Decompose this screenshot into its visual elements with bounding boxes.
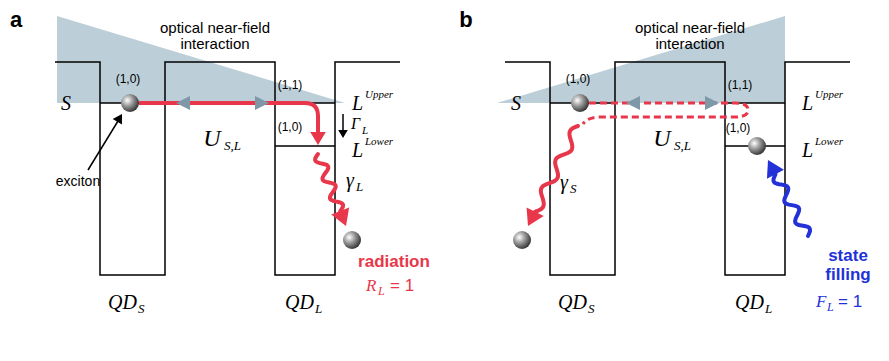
coupling-symbol: U <box>203 125 220 151</box>
dot-name: QD <box>285 291 314 313</box>
exciton-ball <box>121 94 139 112</box>
coupling-symbol: U <box>653 125 670 151</box>
state-label: (1,1) <box>728 79 753 92</box>
exciton-ball <box>571 94 589 112</box>
state-label: (1,0) <box>278 121 303 134</box>
dot-subscript: L <box>315 302 322 316</box>
photon-wave <box>535 126 578 212</box>
panel-letter: b <box>459 8 472 32</box>
ratio-subscript: L <box>827 301 834 314</box>
level-superscript: Lower <box>815 135 843 147</box>
dot-name: QD <box>108 291 137 313</box>
rate-subscript: L <box>356 180 363 194</box>
interaction-label: optical near-field interaction <box>130 20 300 53</box>
ratio-value: = 1 <box>390 277 414 296</box>
blocked-transfer-path <box>583 103 748 124</box>
ratio-symbol: F <box>816 293 826 312</box>
near-field-triangle <box>497 16 785 103</box>
interaction-head <box>705 96 719 110</box>
rate-subscript: L <box>362 124 368 136</box>
energy-transfer-path <box>139 103 318 134</box>
relaxation-arrow <box>342 114 344 131</box>
dot-name: QD <box>735 291 764 313</box>
arrow-head <box>527 207 544 226</box>
interaction-head <box>626 96 640 110</box>
leader-line <box>88 121 118 170</box>
state-label: (1,0) <box>726 122 751 135</box>
arrow-head <box>113 114 122 124</box>
panel-letter: a <box>10 8 22 32</box>
interaction-head <box>255 96 269 110</box>
arrow-head <box>338 130 348 138</box>
dot-subscript: L <box>765 302 772 316</box>
level-name: L <box>352 92 363 114</box>
dot-name: QD <box>558 291 587 313</box>
rate-symbol: γ <box>346 169 354 191</box>
level-name: L <box>352 139 363 161</box>
dot-subscript: S <box>588 302 595 316</box>
level-name: S <box>61 92 71 114</box>
exciton-label: exciton <box>56 174 100 189</box>
photon-wave <box>774 174 811 236</box>
quantum-well <box>55 62 400 275</box>
exciton-ball <box>513 231 531 249</box>
interaction-head <box>176 96 190 110</box>
level-superscript: Upper <box>365 88 393 100</box>
level-superscript: Upper <box>815 88 843 100</box>
state-label: (1,1) <box>278 79 303 92</box>
level-superscript: Lower <box>365 135 393 147</box>
state-filling-label: state filling <box>813 247 883 284</box>
coupling-subscript: S,L <box>674 139 691 153</box>
ratio-subscript: L <box>378 285 385 298</box>
state-label: (1,0) <box>566 73 591 86</box>
rate-symbol: γ <box>560 171 568 193</box>
level-name: S <box>511 92 521 114</box>
rate-subscript: S <box>570 182 577 196</box>
arrow-head <box>331 208 349 226</box>
coupling-subscript: S,L <box>224 139 241 153</box>
interaction-label: optical near-field interaction <box>605 20 775 53</box>
exciton-ball <box>748 137 766 155</box>
radiation-label: radiation <box>358 253 430 272</box>
level-name: L <box>802 139 813 161</box>
exciton-ball <box>343 231 361 249</box>
ratio-value: = 1 <box>838 293 862 312</box>
ratio-symbol: R <box>366 277 376 296</box>
arrow-head <box>767 160 784 179</box>
dot-subscript: S <box>138 302 145 316</box>
level-name: L <box>802 92 813 114</box>
rate-symbol: Γ <box>351 115 360 133</box>
arrow-head <box>310 132 326 145</box>
state-label: (1,0) <box>116 73 141 86</box>
photon-wave <box>315 154 343 211</box>
quantum-well <box>505 62 850 275</box>
